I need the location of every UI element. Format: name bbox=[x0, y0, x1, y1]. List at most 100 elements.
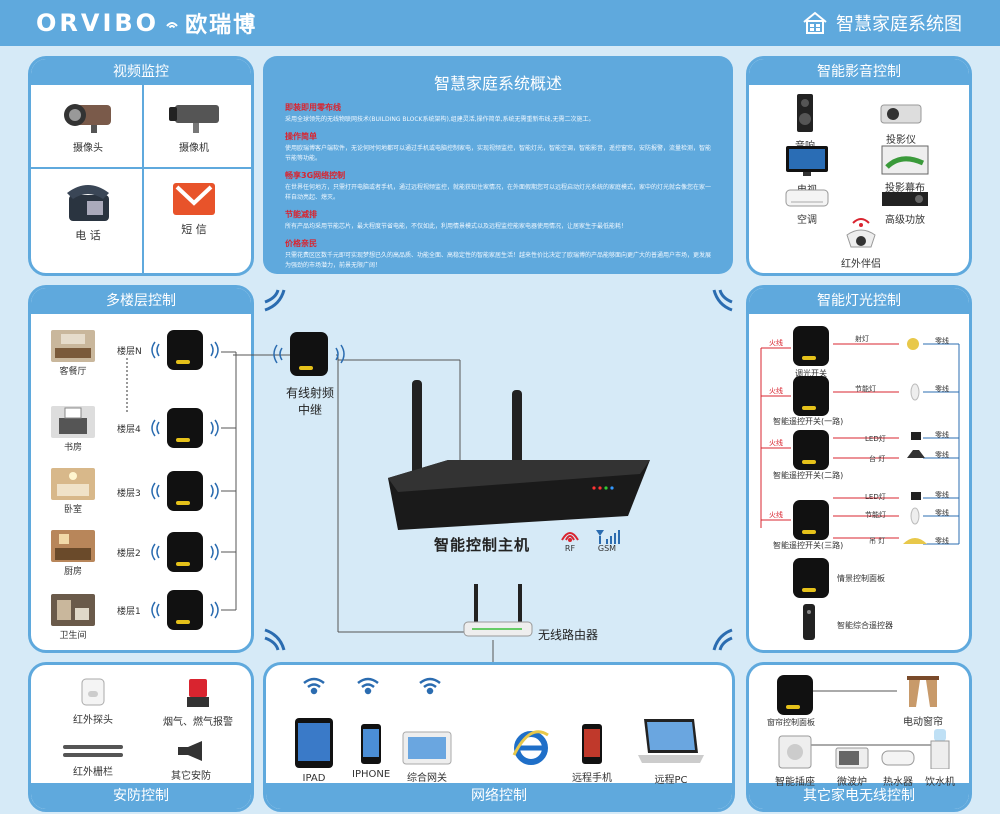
gateway-item[interactable]: 综合网关 bbox=[402, 731, 452, 784]
remote-phone-item[interactable]: 远程手机 bbox=[572, 723, 612, 784]
electric-curtain-item[interactable]: 电动窗帘 bbox=[903, 675, 943, 728]
room-bathroom: 卫生间 bbox=[51, 594, 95, 641]
speaker-item[interactable]: 音响 bbox=[795, 93, 815, 152]
zero-line-label: 零线 bbox=[935, 491, 949, 499]
overview-section-head: 畅享3G网络控制 bbox=[285, 171, 346, 180]
water-heater-item[interactable]: 热水器 bbox=[881, 747, 915, 788]
room-label: 卧室 bbox=[63, 505, 82, 515]
repeater-label: 有线射频 中继 bbox=[285, 386, 334, 417]
overview-section-body: 使用欧瑞博客户端软件，无论何时何地都可以通过手机或电脑控制家电，实现视频监控，智… bbox=[285, 145, 712, 162]
projector-icon bbox=[880, 104, 922, 124]
lighting-wiring bbox=[760, 343, 960, 545]
floor-signal-icons bbox=[151, 341, 219, 619]
remote-switch-2[interactable] bbox=[793, 430, 829, 470]
network-wifi-icons bbox=[303, 677, 441, 695]
ir-companion-label: 红外伴侣 bbox=[841, 259, 881, 270]
amplifier-label: 高级功放 bbox=[885, 215, 925, 226]
smart-socket-label: 智能插座 bbox=[775, 777, 815, 788]
ac-label: 空调 bbox=[797, 215, 817, 226]
room-bedroom: 卧室 bbox=[51, 468, 95, 515]
power-socket-icon bbox=[778, 735, 812, 769]
tv-icon bbox=[786, 146, 828, 176]
remote-switch-1[interactable] bbox=[793, 376, 829, 416]
ir-detector-icon bbox=[81, 678, 105, 706]
dimmer-switch[interactable] bbox=[793, 326, 829, 366]
camera-item[interactable]: 摄像头 bbox=[61, 99, 115, 154]
ipad-item[interactable]: IPAD bbox=[294, 717, 334, 784]
ir-companion-icon bbox=[846, 218, 876, 248]
wired-rf-repeater[interactable] bbox=[290, 332, 328, 376]
smart-host-device[interactable] bbox=[388, 380, 652, 530]
rf-badge: RF bbox=[560, 528, 580, 553]
logo-cn: 欧瑞博 bbox=[185, 13, 258, 38]
other-security-item[interactable]: 其它安防 bbox=[171, 739, 211, 782]
room-label: 厨房 bbox=[63, 567, 82, 577]
overview-section: 操作简单使用欧瑞博客户端软件，无论何时何地都可以通过手机或电脑控制家电，实现视频… bbox=[285, 131, 711, 164]
screen-item[interactable]: 投影幕布 bbox=[881, 145, 929, 194]
host-signal-group: RF GSM bbox=[560, 528, 620, 553]
smart-socket-item[interactable]: 智能插座 bbox=[775, 735, 815, 788]
projector-label: 投影仪 bbox=[886, 135, 916, 146]
ac-item[interactable]: 空调 bbox=[785, 189, 829, 226]
remote-pc-item[interactable]: 远程PC bbox=[634, 717, 708, 786]
overview-section-body: 所有产品均采用节能芯片，最大程度节省电能，不仅如此，利用情景模式以及远程监控能家… bbox=[285, 223, 628, 230]
scene-panel[interactable] bbox=[793, 558, 829, 598]
projector-item[interactable]: 投影仪 bbox=[879, 99, 923, 146]
phone-item[interactable]: 电 话 bbox=[63, 181, 113, 243]
floor-node-1[interactable] bbox=[167, 590, 203, 630]
fire-line-label: 火线 bbox=[769, 339, 783, 347]
lamp-label: 节能灯 bbox=[865, 511, 886, 519]
gsm-badge: GSM bbox=[594, 528, 620, 553]
floor-node-3[interactable] bbox=[167, 471, 203, 511]
floors-panel-title: 多楼层控制 bbox=[31, 288, 251, 314]
iphone-item[interactable]: IPHONE bbox=[352, 723, 390, 780]
lighting-panel: 智能灯光控制 火线 火线 火线 火线 零线 零线 零线 零线 零线 零线 零线 … bbox=[746, 285, 972, 653]
ir-fence-item[interactable]: 红外栅栏 bbox=[61, 743, 125, 778]
amplifier-item[interactable]: 高级功放 bbox=[881, 191, 929, 226]
remote-control-icon[interactable] bbox=[801, 604, 817, 640]
switch-label: 智能遥控开关(一路) bbox=[773, 417, 844, 426]
water-dispenser-item[interactable]: 饮水机 bbox=[925, 729, 955, 788]
floors-wiring bbox=[126, 351, 237, 611]
room-living: 客餐厅 bbox=[51, 330, 95, 377]
others-panel-title: 其它家电无线控制 bbox=[749, 783, 969, 809]
zero-line-label: 零线 bbox=[935, 537, 949, 545]
microwave-item[interactable]: 微波炉 bbox=[835, 747, 869, 788]
speaker-icon bbox=[797, 94, 813, 132]
horn-speaker-icon bbox=[178, 741, 202, 761]
divider bbox=[142, 85, 144, 273]
electric-curtain-label: 电动窗帘 bbox=[903, 717, 943, 728]
internet-explorer-icon[interactable] bbox=[512, 729, 550, 767]
page-title: 智慧家庭系统图 bbox=[836, 14, 962, 35]
smoke-alarm-item[interactable]: 烟气、燃气报警 bbox=[163, 675, 233, 728]
floor-node-2[interactable] bbox=[167, 532, 203, 572]
laptop-icon bbox=[638, 719, 704, 763]
camcorder-item[interactable]: 摄像机 bbox=[167, 99, 221, 154]
lamp-label: 节能灯 bbox=[855, 385, 876, 393]
remote-switch-3[interactable] bbox=[793, 500, 829, 540]
floor-label: 楼层1 bbox=[117, 607, 141, 617]
floor-node-4[interactable] bbox=[167, 408, 203, 448]
fire-line-label: 火线 bbox=[769, 511, 783, 519]
smartphone-icon bbox=[361, 724, 382, 764]
sms-item[interactable]: 短 信 bbox=[171, 181, 217, 237]
curtain-icon bbox=[907, 676, 939, 707]
video-camera-icon bbox=[169, 105, 219, 133]
overview-section: 价格亲民只需花费区区数千元即可实现梦想已久的高品质、功能全面、高稳定性的智能家居… bbox=[285, 238, 711, 271]
lamp-label: 射灯 bbox=[855, 335, 869, 343]
sms-label: 短 信 bbox=[181, 223, 207, 236]
security-panel-title: 安防控制 bbox=[31, 783, 251, 809]
floor-node-n[interactable] bbox=[167, 330, 203, 370]
ir-companion-item[interactable]: 红外伴侣 bbox=[841, 215, 881, 270]
projection-screen-icon bbox=[881, 145, 929, 175]
ir-detector-item[interactable]: 红外探头 bbox=[73, 677, 113, 726]
water-dispenser-icon bbox=[930, 729, 950, 769]
wireless-router-device[interactable] bbox=[462, 584, 534, 644]
curtain-panel-device[interactable] bbox=[777, 675, 813, 715]
zero-line-label: 零线 bbox=[935, 337, 949, 345]
overview-title: 智慧家庭系统概述 bbox=[433, 74, 562, 93]
camera-label: 摄像头 bbox=[73, 143, 103, 154]
rf-label: RF bbox=[564, 544, 576, 553]
lamp-icons bbox=[903, 338, 927, 544]
overview-section-body: 只需花费区区数千元即可实现梦想已久的高品质、功能全面、高稳定性的智能家居生活！越… bbox=[285, 252, 712, 269]
